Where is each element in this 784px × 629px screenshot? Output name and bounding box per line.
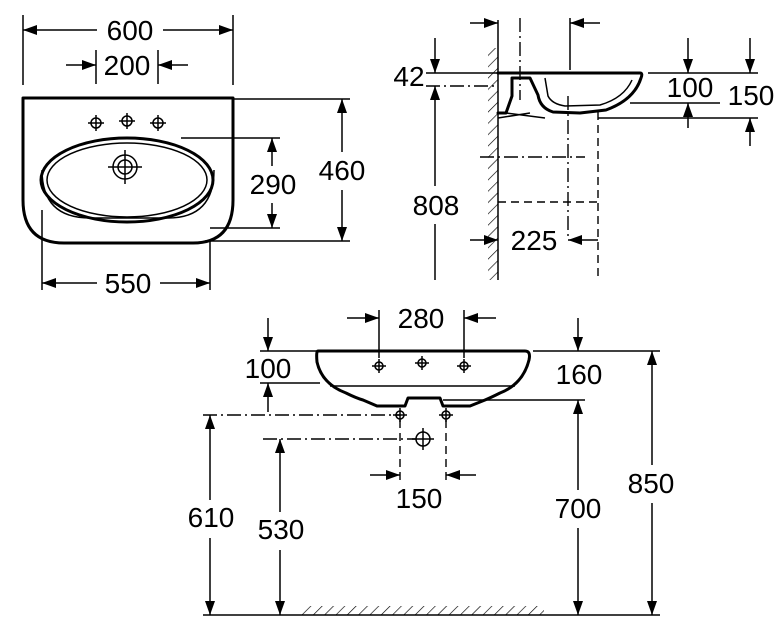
- tap-hole-marker-center: [119, 113, 135, 129]
- dim-label-100-front: 100: [245, 353, 292, 384]
- dim-label-150: 150: [728, 80, 775, 111]
- dimension-waste-projection: 225: [470, 225, 598, 256]
- bowl-inner-line: [46, 142, 208, 218]
- dimension-supply-height-low: 530: [258, 439, 305, 615]
- basin-section-inner: [544, 77, 633, 107]
- dim-label-460: 460: [319, 155, 366, 186]
- top-view: 600 200 460: [21, 15, 366, 299]
- dimension-overall-width: 600: [22, 15, 234, 85]
- dim-label-280: 280: [398, 303, 445, 334]
- dimension-fixing-height: 808: [413, 112, 460, 280]
- dim-label-700: 700: [555, 493, 602, 524]
- dim-label-808: 808: [413, 190, 460, 221]
- dimension-waste-height: 700: [555, 400, 602, 615]
- basin-outline: [21, 96, 235, 245]
- front-tap-marker-right: [457, 359, 471, 373]
- dimension-top-offset: 42: [393, 38, 440, 112]
- wall-hatching: [488, 48, 498, 280]
- dimension-wall-offset-arrows: [470, 18, 600, 70]
- dimension-tap-spread: 280: [347, 303, 496, 358]
- tap-hole-marker-right: [150, 115, 166, 131]
- dimension-depth: 460: [205, 98, 366, 242]
- basin-bracket-line: [497, 112, 531, 119]
- dimension-bowl-depth: 290: [181, 137, 297, 229]
- dim-label-200: 200: [104, 50, 151, 81]
- dim-label-290: 290: [250, 169, 297, 200]
- dim-label-160: 160: [556, 359, 603, 390]
- dim-label-530: 530: [258, 514, 305, 545]
- dim-label-610: 610: [188, 502, 235, 533]
- bowl-outline: [39, 136, 215, 224]
- dimension-tap-hole-spacing: 200: [66, 50, 188, 84]
- dim-label-850: 850: [628, 468, 675, 499]
- dim-label-225: 225: [511, 225, 558, 256]
- tap-hole-marker-left: [88, 115, 104, 131]
- dimension-supply-height-high: 610: [188, 415, 235, 615]
- front-tap-marker-left: [372, 359, 386, 373]
- basin-front-outline: [315, 349, 531, 408]
- dim-label-550: 550: [105, 268, 152, 299]
- dim-label-42: 42: [393, 61, 424, 92]
- dimension-rear-rim: 160: [556, 318, 603, 390]
- dimension-rim-height: 850: [628, 351, 675, 615]
- floor-hatching: [302, 606, 544, 615]
- dimension-wall-width: 550: [41, 210, 211, 299]
- front-view: 280 100 160 150 61: [188, 303, 675, 616]
- basin-underside-line: [505, 112, 546, 119]
- supply-marker-right: [439, 408, 453, 422]
- dim-label-600: 600: [107, 15, 154, 46]
- dimension-overall-height: 150: [598, 38, 774, 146]
- basin-section-outline: [496, 71, 644, 115]
- dimension-supply-spacing: 150: [370, 470, 476, 514]
- drain-icon: [108, 150, 142, 184]
- dim-label-100-side: 100: [667, 72, 714, 103]
- dimension-bowl-height: 100: [630, 38, 720, 128]
- front-tap-marker-center: [415, 356, 429, 370]
- dimension-front-rim: 100: [245, 318, 292, 412]
- dim-label-150-front: 150: [396, 483, 443, 514]
- side-view: 42 808 225 100: [393, 18, 774, 280]
